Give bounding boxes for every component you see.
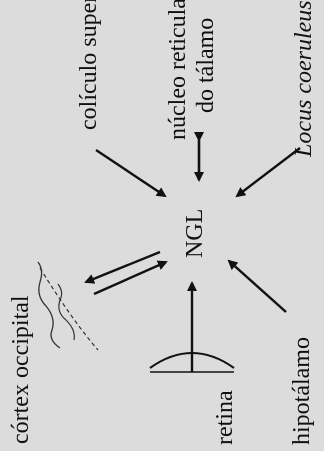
ngl-label: NGL	[182, 208, 208, 258]
arrow-locus-to-ngl	[235, 147, 301, 198]
cortex-outer-wave	[37, 261, 61, 349]
retina-label: retina	[212, 390, 238, 445]
reticular-label-line1: núcleo reticular	[165, 0, 191, 140]
locus-label: Locus coeruleus	[291, 0, 317, 157]
arrow-cortex-to-ngl	[93, 260, 168, 296]
reticular-label-line2: do tálamo	[193, 17, 219, 113]
cortex-label: córtex occipital	[8, 295, 34, 444]
arrow-hipotalamo-to-ngl	[227, 259, 287, 313]
arrow-coliculo-to-ngl	[95, 149, 167, 198]
cortex-inner-wave	[57, 283, 75, 341]
retina-cup	[149, 352, 235, 369]
coliculo-label: colículo superior	[76, 0, 102, 130]
cortex-dashed-arc	[39, 267, 99, 351]
arrow-ngl-to-cortex	[84, 250, 161, 284]
hipotalamo-label: hipotálamo	[289, 337, 315, 445]
